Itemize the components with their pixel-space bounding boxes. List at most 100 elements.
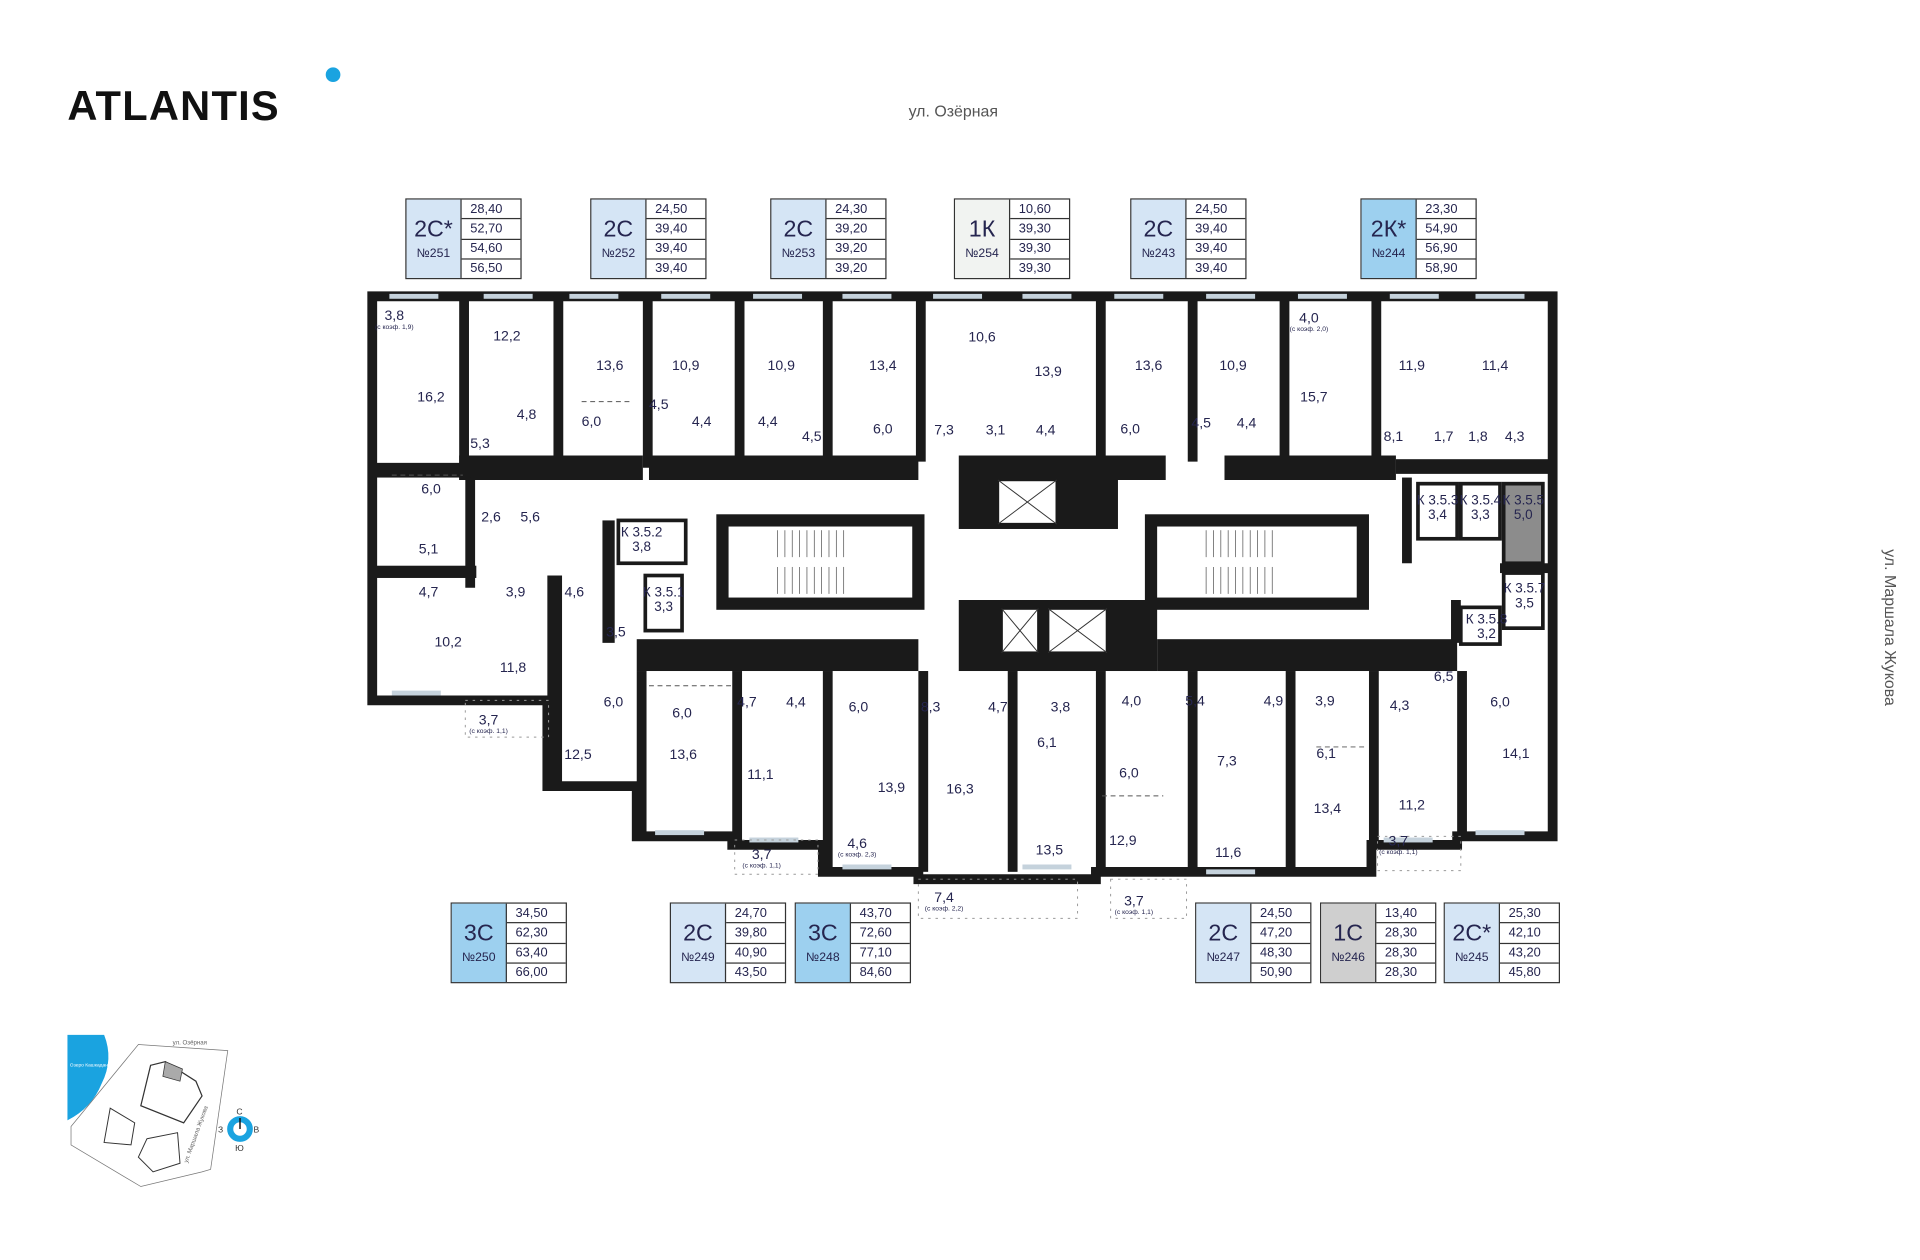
wall bbox=[648, 455, 919, 481]
wall bbox=[636, 639, 919, 672]
area-value: 50,90 bbox=[1260, 965, 1293, 981]
room-area-label: 6,0 bbox=[604, 696, 624, 711]
building-current bbox=[162, 1061, 183, 1082]
room-area: 4,7 bbox=[418, 585, 439, 601]
window bbox=[1475, 293, 1525, 299]
room-area: 10,9 bbox=[767, 358, 795, 374]
area-coefficient-note: (с коэф. 1,1) bbox=[469, 727, 508, 736]
room-area: 4,4 bbox=[757, 415, 778, 430]
area-value: 28,30 bbox=[1376, 943, 1436, 964]
apartment-type-block: 2С №249 bbox=[671, 903, 727, 983]
room-area: 11,6 bbox=[1214, 846, 1242, 861]
room-area-label: 4,4 bbox=[1237, 416, 1257, 431]
wall bbox=[1402, 477, 1412, 564]
apartment-type: 1С bbox=[1333, 920, 1364, 946]
room-area-label: 13,9 bbox=[1034, 365, 1061, 380]
room-area-label: 4,7 bbox=[419, 585, 439, 600]
wall bbox=[734, 296, 745, 462]
storage-area: 3,5 bbox=[1515, 596, 1534, 612]
room-area: 13,4 bbox=[1313, 802, 1342, 817]
room-area: 6,0 bbox=[603, 695, 624, 711]
room-area: 3,8 bbox=[1050, 700, 1071, 716]
room-area-label: 6,0 bbox=[873, 422, 893, 437]
wall bbox=[459, 455, 643, 481]
room-area: 4,4 bbox=[786, 695, 806, 711]
room-area-label: 6,0 bbox=[1490, 696, 1510, 711]
room-area-label: 6,0 bbox=[1120, 422, 1140, 437]
wall bbox=[1368, 671, 1379, 845]
room-area-label: 11,1 bbox=[747, 768, 773, 783]
room-area: 4,4 bbox=[1035, 423, 1056, 439]
wall bbox=[1500, 563, 1549, 574]
room-area: 6,0 bbox=[873, 422, 893, 438]
wall bbox=[602, 520, 615, 643]
apartment-number: №250 bbox=[461, 950, 496, 965]
balcony bbox=[1110, 878, 1188, 919]
room-area-label: 6,0 bbox=[421, 482, 441, 497]
room-area: 13,6 bbox=[1134, 358, 1163, 374]
elevator-cross bbox=[1047, 608, 1108, 654]
area-value: 39,20 bbox=[826, 239, 886, 260]
room-area-label: 6,5 bbox=[1434, 670, 1454, 685]
wall bbox=[1157, 639, 1458, 672]
wall bbox=[1116, 455, 1166, 481]
apartment-number: №245 bbox=[1455, 950, 1489, 965]
storage-id: К 3.5.8 bbox=[1465, 612, 1508, 627]
compass-s: Ю bbox=[235, 1143, 244, 1153]
room-area: 4,5 bbox=[648, 397, 669, 413]
logo-dot-icon bbox=[325, 67, 341, 83]
apartment-number: №252 bbox=[601, 246, 636, 261]
room-area-label: 4,5 bbox=[802, 430, 822, 445]
room-area-label: 3,7(с коэф. 1,1) bbox=[1115, 894, 1154, 917]
room-area-label: 5,3 bbox=[470, 437, 490, 452]
room-area: 16,3 bbox=[946, 782, 974, 798]
room-area: 4,8 bbox=[516, 407, 537, 423]
building-block-3 bbox=[137, 1132, 181, 1173]
room-area-label: 8,3 bbox=[921, 700, 941, 715]
room-area: 4,3 bbox=[1504, 429, 1525, 445]
apartment-type-block: 2С №243 bbox=[1131, 199, 1187, 278]
room-area: 11,9 bbox=[1398, 358, 1426, 374]
room-area-label: 7,4(с коэф. 2,2) bbox=[925, 891, 964, 914]
room-area-label: 8,1 bbox=[1384, 430, 1404, 445]
room-area: 3,9 bbox=[505, 585, 526, 601]
room-area-label: 3,8 bbox=[1051, 700, 1071, 715]
room-area-label: 13,6 bbox=[596, 359, 623, 374]
room-area: 10,9 bbox=[672, 358, 700, 374]
room-area-label: 11,6 bbox=[1215, 846, 1241, 861]
window bbox=[391, 690, 441, 696]
window bbox=[1022, 864, 1072, 870]
room-area: 16,2 bbox=[417, 390, 445, 406]
room-area-label: 4,4 bbox=[786, 696, 806, 711]
area-value: 39,20 bbox=[826, 219, 886, 240]
area-value: 84,60 bbox=[859, 965, 892, 981]
room-area-label: 10,9 bbox=[1219, 359, 1246, 374]
room-area: 11,2 bbox=[1398, 798, 1426, 814]
room-area-label: 1,8 bbox=[1468, 430, 1488, 445]
room-area: 13,6 bbox=[669, 748, 697, 763]
room-area: 15,7 bbox=[1300, 390, 1328, 406]
room-area-label: 2,6 bbox=[481, 511, 501, 526]
apartment-number: №246 bbox=[1331, 950, 1365, 965]
compass-w: З bbox=[218, 1125, 223, 1135]
room-area: 13,9 bbox=[1034, 364, 1062, 380]
room-area-label: 4,6(с коэф. 2,3) bbox=[838, 837, 877, 860]
room-area-label: 3,9 bbox=[1315, 694, 1335, 709]
